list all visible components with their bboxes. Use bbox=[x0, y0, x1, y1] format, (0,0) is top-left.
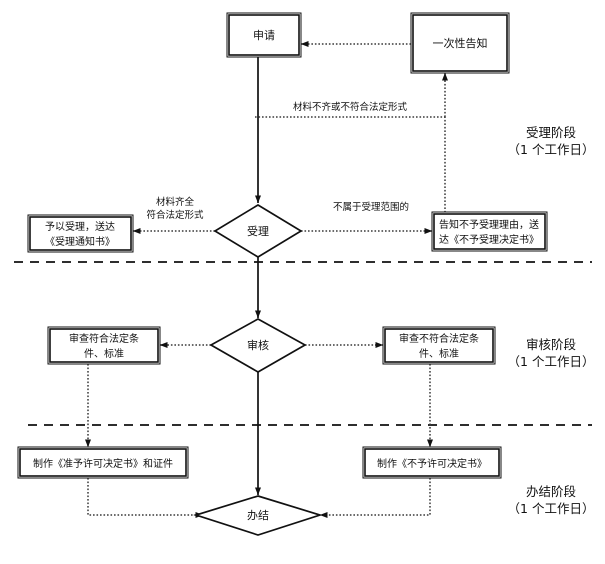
stage-review-line1: 审核阶段 bbox=[526, 337, 576, 352]
node-review-bad-line2: 件、标准 bbox=[419, 348, 459, 360]
node-onetime-notice-label: 一次性告知 bbox=[433, 36, 488, 50]
node-acceptance-decision[interactable]: 受理 bbox=[213, 204, 303, 258]
edge-label-complete-line1: 材料齐全 bbox=[156, 196, 195, 208]
node-onetime-notice[interactable]: 一次性告知 bbox=[410, 12, 510, 74]
node-accept-no-line2: 达《不予受理决定书》 bbox=[439, 233, 539, 246]
node-permit-no-label: 制作《不予许可决定书》 bbox=[377, 457, 487, 470]
node-finish-label: 办结 bbox=[247, 509, 269, 522]
node-finish[interactable]: 办结 bbox=[193, 495, 323, 536]
stage-label-finish: 办结阶段 （1 个工作日） bbox=[508, 484, 595, 516]
node-apply-label: 申请 bbox=[253, 29, 275, 42]
node-permit-yes[interactable]: 制作《准予许可决定书》和证件 bbox=[17, 446, 189, 479]
node-review-bad[interactable]: 审查不符合法定条 件、标准 bbox=[382, 326, 496, 365]
node-permit-yes-label: 制作《准予许可决定书》和证件 bbox=[33, 457, 173, 470]
edge-permit-yes-to-finish bbox=[87, 478, 204, 519]
node-accept-yes-line2: 《受理通知书》 bbox=[45, 235, 115, 248]
node-permit-no[interactable]: 制作《不予许可决定书》 bbox=[362, 446, 502, 479]
node-review-bad-line1: 审查不符合法定条 bbox=[399, 332, 479, 345]
stage-finish-line1: 办结阶段 bbox=[526, 484, 576, 499]
edge-label-complete-line2: 符合法定形式 bbox=[146, 209, 204, 221]
stage-label-acceptance: 受理阶段 （1 个工作日） bbox=[508, 125, 595, 157]
edge-permit-no-to-finish bbox=[319, 478, 431, 518]
stage-label-review: 审核阶段 （1 个工作日） bbox=[508, 337, 595, 369]
stage-acceptance-line1: 受理阶段 bbox=[526, 125, 576, 140]
node-review-ok-line2: 件、标准 bbox=[84, 348, 124, 360]
node-accept-yes-line1: 予以受理，送达 bbox=[45, 220, 115, 233]
stage-acceptance-line2: （1 个工作日） bbox=[508, 142, 595, 157]
edge-label-incomplete: 材料不齐或不符合法定形式 bbox=[293, 101, 408, 113]
node-accept-yes[interactable]: 予以受理，送达 《受理通知书》 bbox=[27, 214, 134, 253]
node-accept-no-line1: 告知不予受理理由，送 bbox=[439, 218, 539, 231]
node-review-ok-line1: 审查符合法定条 bbox=[69, 332, 139, 345]
edge-label-out-of-scope: 不属于受理范围的 bbox=[333, 201, 409, 213]
node-review-ok[interactable]: 审查符合法定条 件、标准 bbox=[47, 326, 161, 365]
node-review-decision[interactable]: 审核 bbox=[209, 318, 307, 373]
node-review-decision-label: 审核 bbox=[247, 338, 269, 352]
node-apply[interactable]: 申请 bbox=[226, 12, 302, 58]
node-accept-no[interactable]: 告知不予受理理由，送 达《不予受理决定书》 bbox=[431, 211, 548, 252]
node-acceptance-decision-label: 受理 bbox=[247, 225, 269, 238]
stage-finish-line2: （1 个工作日） bbox=[508, 501, 595, 516]
stage-review-line2: （1 个工作日） bbox=[508, 354, 595, 369]
